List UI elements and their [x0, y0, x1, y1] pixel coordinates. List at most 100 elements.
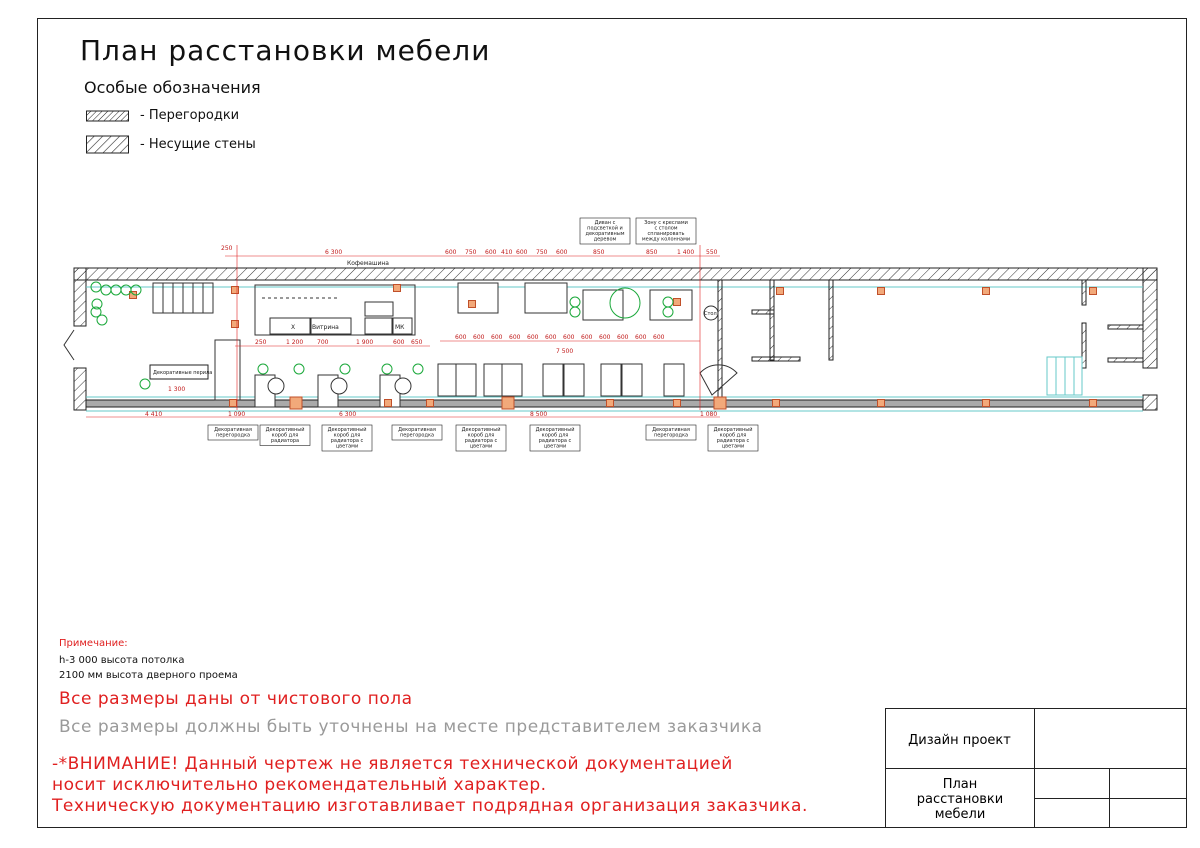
- label-showcase: Витрина: [312, 324, 339, 331]
- legend-bearing-walls: - Несущие стены: [140, 137, 256, 152]
- dimension-label: 550: [706, 249, 718, 256]
- dimension-label: 1 200: [286, 339, 303, 346]
- column: [713, 396, 727, 410]
- plant: [569, 296, 581, 308]
- dimension-label: 4 410: [145, 411, 162, 418]
- dimension-label: 1 090: [228, 411, 245, 418]
- dimension-label: 850: [593, 249, 605, 256]
- column: [673, 399, 681, 407]
- column: [776, 287, 784, 295]
- title-block-cell: [1109, 798, 1187, 828]
- dimension-label: 600: [617, 334, 629, 341]
- plant: [662, 306, 674, 318]
- dimension-label: 1 900: [356, 339, 373, 346]
- bearing-wall-swatch: [86, 135, 129, 154]
- dimension-label: 600: [556, 249, 568, 256]
- plant: [96, 314, 108, 326]
- column: [673, 298, 681, 306]
- right-wall: [1142, 267, 1158, 369]
- plant: [381, 363, 393, 375]
- plant: [130, 284, 142, 296]
- booth-seat: [501, 363, 523, 397]
- dimension-label: 650: [411, 339, 423, 346]
- dimension-label: 600: [445, 249, 457, 256]
- dimension-label: 600: [455, 334, 467, 341]
- legend-heading: Особые обозначения: [84, 78, 261, 97]
- plant: [339, 363, 351, 375]
- column: [426, 399, 434, 407]
- booth-seat: [563, 363, 585, 397]
- plant: [569, 306, 581, 318]
- callout-box: [707, 424, 759, 452]
- legend-partitions: - Перегородки: [140, 108, 240, 123]
- column: [229, 399, 237, 407]
- column: [468, 300, 476, 308]
- label-mk: МК: [395, 324, 405, 331]
- column: [877, 399, 885, 407]
- column: [1089, 287, 1097, 295]
- callout-box: [207, 424, 259, 441]
- column: [384, 399, 392, 407]
- dimension-label: 600: [473, 334, 485, 341]
- plant: [257, 363, 269, 375]
- top-wall: [73, 267, 1158, 281]
- dimension-label: 850: [646, 249, 658, 256]
- warning-line-3: Техническую документацию изготавливает п…: [52, 796, 808, 816]
- title-block-empty-cell: [1034, 708, 1187, 769]
- left-wall-bottom: [73, 367, 87, 411]
- dimension-label: 600: [527, 334, 539, 341]
- door-swing: [699, 364, 738, 396]
- note-ceiling: h-3 000 высота потолка: [59, 655, 185, 666]
- callout-box: [635, 217, 697, 245]
- bar-counter: [254, 284, 416, 336]
- dimension-label: 6 300: [339, 411, 356, 418]
- booth-seat: [455, 363, 477, 397]
- plant: [90, 281, 102, 293]
- title-block-cell: [1034, 768, 1110, 799]
- booth-seat: [437, 363, 459, 397]
- round-table: [330, 377, 348, 395]
- dimension-label: 700: [317, 339, 329, 346]
- page-title: План расстановки мебели: [80, 34, 491, 67]
- notes-heading: Примечание:: [59, 638, 128, 649]
- dimension-label: 410: [501, 249, 513, 256]
- column: [772, 399, 780, 407]
- booth-seat: [621, 363, 643, 397]
- dimension-label: 250: [255, 339, 267, 346]
- railing-dim: 1 300: [168, 386, 185, 393]
- dimension-label: 600: [545, 334, 557, 341]
- round-table: [267, 377, 285, 395]
- dimension-label: 600: [599, 334, 611, 341]
- plant: [91, 298, 103, 310]
- note-door: 2100 мм высота дверного проема: [59, 670, 238, 681]
- legend-swatches: [86, 110, 129, 154]
- dimension-label: 600: [516, 249, 528, 256]
- right-wall-bottom: [1142, 394, 1158, 411]
- column: [289, 396, 303, 410]
- plant: [293, 363, 305, 375]
- callout-box: [259, 424, 311, 446]
- dimension-label: 8 500: [530, 411, 547, 418]
- note-verify: Все размеры должны быть уточнены на мест…: [59, 717, 763, 737]
- table-circle: [703, 305, 719, 321]
- booth-seat: [542, 363, 564, 397]
- column: [877, 287, 885, 295]
- column: [231, 320, 239, 328]
- dimension-label: 250: [221, 245, 233, 252]
- title-block-cell: [1109, 768, 1187, 799]
- dimension-label: 600: [393, 339, 405, 346]
- callout-box: [579, 217, 631, 245]
- dimension-total-seats: 7 500: [556, 348, 573, 355]
- column: [982, 287, 990, 295]
- round-table: [394, 377, 412, 395]
- decorative-tree: [609, 287, 641, 319]
- booth-seat: [600, 363, 622, 397]
- label-x: Х: [291, 324, 295, 331]
- dimension-label: 600: [491, 334, 503, 341]
- sheet-title: План расстановки мебели: [916, 777, 1004, 822]
